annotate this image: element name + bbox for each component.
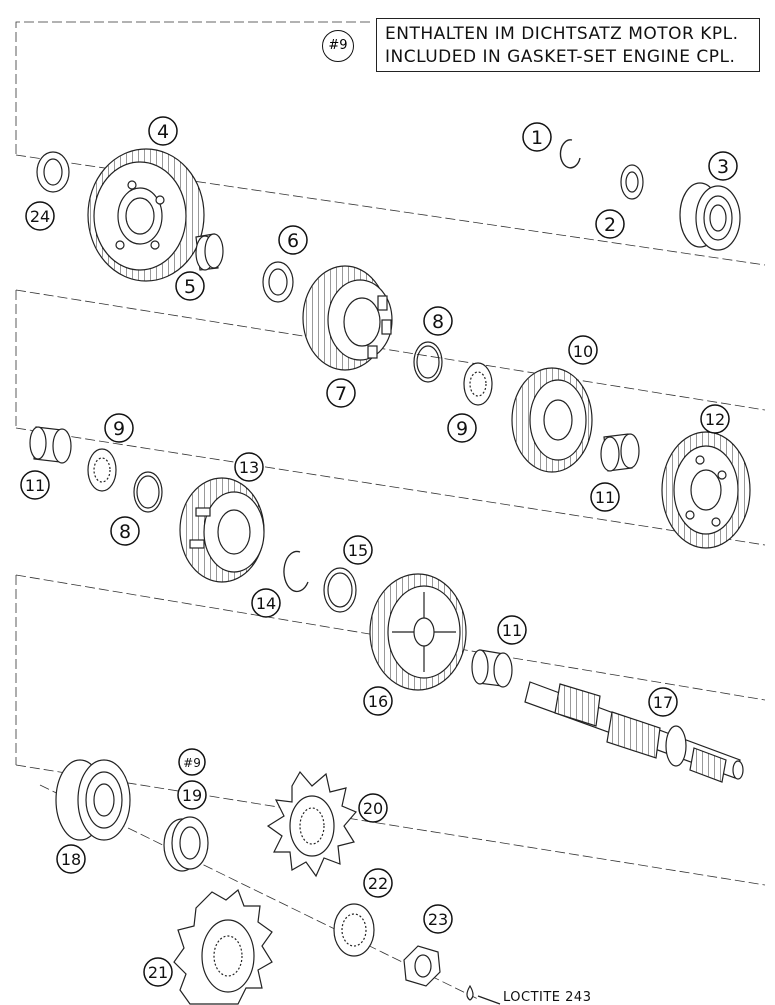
part-11-bushing-right [600,433,640,472]
part-21-sprocket [173,888,273,1005]
svg-text:11: 11 [502,621,522,640]
part-11-bushing-left [29,426,72,464]
svg-text:9: 9 [456,418,468,440]
svg-text:1: 1 [531,127,543,149]
callout-21: 21 [143,957,173,987]
callout-14: 14 [251,588,281,618]
callout-20: 20 [358,793,388,823]
part-15-washer [323,567,357,613]
part-23-nut [403,945,441,987]
part-9-washer-lower [87,448,117,492]
part-14-circlip [283,550,309,593]
part-3-bearing [679,182,741,251]
part-12-gear [661,431,751,549]
svg-text:5: 5 [184,276,196,298]
callout-19-ref: #9 [178,748,206,776]
part-22-washer [333,903,375,957]
part-6-washer [262,261,294,303]
callout-6: 6 [278,225,308,255]
part-13-gear [179,477,265,583]
callout-10: 10 [568,335,598,365]
svg-text:11: 11 [25,476,45,495]
svg-text:8: 8 [119,521,131,543]
callout-18: 18 [56,844,86,874]
svg-text:12: 12 [705,410,725,429]
svg-text:20: 20 [363,799,383,818]
svg-text:16: 16 [368,692,388,711]
callout-13: 13 [234,452,264,482]
part-18-bearing [55,759,131,841]
callout-11-left: 11 [20,470,50,500]
svg-text:23: 23 [428,910,448,929]
callout-19: 19 [177,780,207,810]
svg-text:4: 4 [157,121,169,143]
svg-text:#9: #9 [183,756,201,770]
part-5-bushing [195,233,224,271]
part-8-ring-lower [133,471,163,513]
callout-17: 17 [648,687,678,717]
callout-8-lower: 8 [110,516,140,546]
callout-4: 4 [148,116,178,146]
svg-text:17: 17 [653,693,673,712]
axis-3b [15,764,766,886]
callout-2: 2 [595,209,625,239]
svg-text:14: 14 [256,594,276,613]
legend-line-de: ENTHALTEN IM DICHTSATZ MOTOR KPL. [385,24,739,44]
part-20-sprocket [266,770,357,878]
callout-23: 23 [423,904,453,934]
callout-9-upper: 9 [447,413,477,443]
callout-9-lower: 9 [104,413,134,443]
callout-11-middle: 11 [497,615,527,645]
part-11-bushing-middle [471,649,513,688]
callout-12: 12 [700,404,730,434]
part-7-gear [302,265,393,371]
part-8-ring-upper [413,341,443,383]
legend-line-en: INCLUDED IN GASKET-SET ENGINE CPL. [385,47,736,67]
svg-text:8: 8 [432,311,444,333]
callouts: 1 2 3 4 5 6 7 8 8 9 9 10 11 11 11 12 13 … [20,116,738,987]
svg-text:15: 15 [348,541,368,560]
svg-text:24: 24 [30,207,50,226]
svg-text:9: 9 [113,418,125,440]
part-19-seal [163,816,209,872]
loctite-drop-icon [466,984,501,1005]
svg-text:10: 10 [573,342,593,361]
callout-5: 5 [175,271,205,301]
loctite-note: LOCTITE 243 [503,990,592,1005]
svg-text:18: 18 [61,850,81,869]
part-4-gear [87,148,205,282]
axis-2a [15,289,766,411]
svg-text:22: 22 [368,874,388,893]
callout-7: 7 [326,378,356,408]
axis-2b [15,427,766,546]
part-1-circlip [559,139,581,169]
svg-text:13: 13 [239,458,259,477]
legend-ref-tag: #9 [322,30,354,62]
part-17-shaft [524,681,744,783]
part-10-gear [511,367,593,473]
svg-text:21: 21 [148,963,168,982]
callout-11-right: 11 [590,482,620,512]
part-9-washer-upper [463,362,493,406]
callout-15: 15 [343,535,373,565]
svg-text:11: 11 [595,488,615,507]
part-2-washer [620,164,644,200]
svg-text:6: 6 [287,230,299,252]
part-24-washer [36,151,70,193]
callout-8-upper: 8 [423,306,453,336]
callout-22: 22 [363,868,393,898]
callout-3: 3 [708,151,738,181]
part-16-gear [369,573,467,691]
callout-1: 1 [522,122,552,152]
legend-box: ENTHALTEN IM DICHTSATZ MOTOR KPL. INCLUD… [376,18,760,72]
svg-text:2: 2 [604,214,616,236]
svg-text:3: 3 [717,156,729,178]
svg-text:19: 19 [182,786,202,805]
section-bracket-1 [15,21,370,155]
callout-16: 16 [363,686,393,716]
svg-text:7: 7 [335,383,347,405]
callout-24: 24 [25,201,55,231]
